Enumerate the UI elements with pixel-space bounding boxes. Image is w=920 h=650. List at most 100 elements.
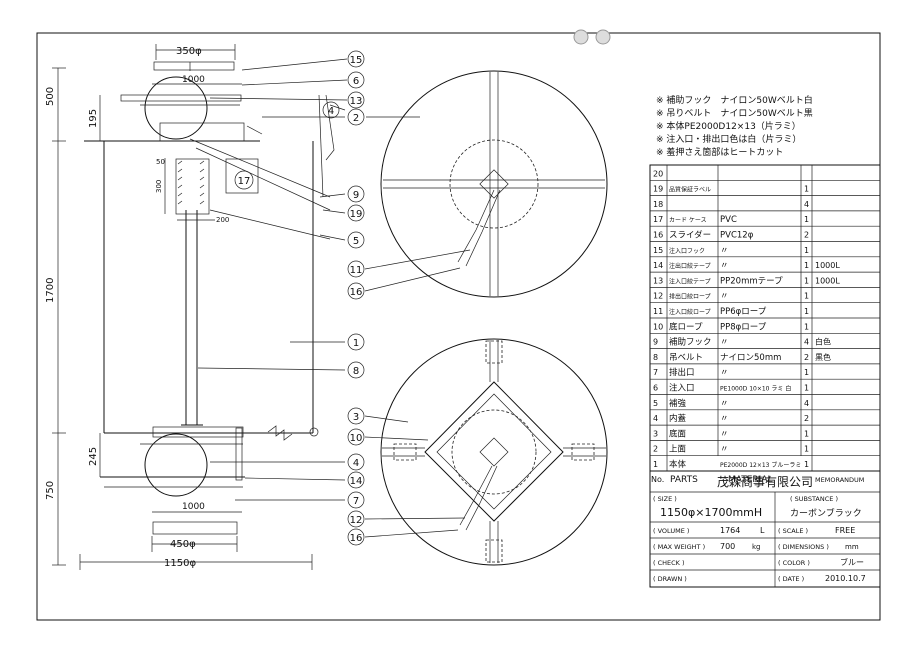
color-label: ( COLOR ) [778, 559, 810, 567]
balloon-15: 15 [350, 55, 363, 66]
date-label: ( DATE ) [778, 575, 804, 583]
parts-row-part: 排出口 [669, 367, 695, 378]
drawn-label: ( DRAWN ) [653, 575, 687, 583]
dim-1000-top: 1000 [182, 75, 205, 85]
maxweight-unit: kg [752, 543, 761, 551]
dimensions-unit: mm [845, 543, 859, 551]
balloon-5: 5 [353, 236, 359, 247]
bottom-plan-view [364, 338, 608, 566]
balloon-4-bottom: 4 [353, 458, 359, 469]
parts-row-part: 上面 [669, 445, 687, 455]
parts-row-qty: 1 [804, 429, 809, 438]
dim-245: 245 [88, 447, 99, 466]
parts-header-parts: PARTS [670, 475, 698, 485]
parts-row-no: 5 [653, 399, 658, 408]
balloon-12: 12 [350, 515, 363, 526]
parts-row-no: 18 [653, 200, 663, 209]
parts-row-qty: 1 [804, 445, 809, 454]
parts-row-qty: 4 [804, 200, 809, 209]
balloon-11: 11 [350, 265, 363, 276]
parts-row-qty: 1 [804, 460, 809, 469]
parts-row-qty: 1 [804, 261, 809, 270]
note-2: ※ 吊りベルト ナイロン50Wベルト黒 [656, 108, 813, 119]
parts-header-no: No. [651, 475, 664, 484]
punch-hole [573, 29, 589, 45]
maxweight-label: ( MAX WEIGHT ) [653, 543, 705, 551]
volume-unit: L [760, 526, 765, 535]
parts-row-part: カード ケース [669, 217, 707, 224]
parts-row-qty: 2 [804, 231, 809, 240]
parts-row-no: 1 [653, 460, 658, 469]
note-1: ※ 補助フック ナイロン50Wベルト白 [656, 94, 813, 106]
notes: ※ 補助フック ナイロン50Wベルト白 ※ 吊りベルト ナイロン50Wベルト黒 … [656, 94, 813, 158]
parts-row-material: PP8φロープ [720, 322, 767, 332]
note-4: ※ 注入口・排出口色は白（片ラミ） [656, 133, 801, 145]
dim-195: 195 [88, 109, 99, 128]
dim-300: 300 [155, 180, 163, 193]
balloon-17: 17 [238, 176, 251, 187]
parts-row-part: 排出口絞ロープ [669, 293, 711, 301]
dim-bottom-width: 450φ [170, 539, 196, 550]
substance-label: ( SUBSTANCE ) [790, 495, 838, 503]
outlet-spout-bottom [152, 521, 238, 535]
parts-row-material: 〃 [720, 292, 729, 302]
parts-row-material: PE2000D 12×13 ブルーラミ [720, 461, 801, 469]
balloon-19: 19 [350, 209, 363, 220]
date-value: 2010.10.7 [825, 574, 866, 583]
balloon-10: 10 [350, 433, 363, 444]
parts-row-no: 4 [653, 414, 658, 423]
dim-overall-width: 1150φ [164, 558, 196, 569]
parts-row-material: 〃 [720, 261, 729, 271]
parts-row-part: 注入口 [669, 383, 695, 394]
parts-row-part: 品質保証ラベル [669, 186, 711, 194]
parts-row-part: 吊ベルト [669, 353, 703, 363]
parts-row-material: 〃 [720, 429, 729, 439]
dim-200: 200 [216, 216, 229, 224]
parts-row-memo: 白色 [815, 337, 831, 347]
scale-label: ( SCALE ) [778, 527, 808, 535]
parts-row-no: 3 [653, 429, 658, 438]
parts-row-part: 内蓋 [669, 413, 687, 424]
color-value: ブルー [840, 557, 864, 567]
parts-row-qty: 1 [804, 307, 809, 316]
parts-row-no: 19 [653, 185, 663, 194]
parts-row-no: 9 [653, 338, 658, 347]
parts-row-material: 〃 [720, 445, 729, 455]
parts-row-no: 11 [653, 307, 663, 316]
parts-row-qty: 1 [804, 276, 809, 285]
size-value: 1150φ×1700mmH [660, 506, 762, 519]
parts-row-no: 2 [653, 445, 658, 454]
dim-1000-bottom: 1000 [182, 502, 205, 512]
parts-header-memo: MEMORANDUM [815, 476, 864, 484]
parts-row-qty: 1 [804, 384, 809, 393]
balloon-8: 8 [353, 366, 359, 377]
balloon-6: 6 [353, 76, 359, 87]
parts-row-no: 10 [653, 322, 663, 331]
scale-value: FREE [835, 526, 855, 535]
dim-750: 750 [45, 481, 56, 500]
balloon-3: 3 [353, 412, 359, 423]
balloon-16-bottom: 16 [350, 533, 363, 544]
parts-row-qty: 1 [804, 185, 809, 194]
parts-row-part: 本体 [669, 459, 687, 470]
parts-row-material: 〃 [720, 246, 729, 256]
parts-row-part: 補強 [669, 398, 687, 409]
parts-row-no: 7 [653, 368, 658, 377]
balloon-7: 7 [353, 496, 359, 507]
parts-row-qty: 1 [804, 246, 809, 255]
parts-row-material: 〃 [720, 414, 729, 424]
balloon-9: 9 [353, 190, 359, 201]
balloon-2: 2 [353, 113, 359, 124]
maxweight-value: 700 [720, 542, 735, 551]
dim-500: 500 [45, 87, 56, 106]
parts-row-memo: 1000L [815, 276, 840, 285]
punch-hole [595, 29, 611, 45]
parts-row-material: 〃 [720, 338, 729, 348]
parts-row-memo: 1000L [815, 261, 840, 270]
parts-row-no: 12 [653, 292, 663, 301]
parts-row-material: PE1000D 10×10 ラミ 白 [720, 385, 791, 393]
balloon-16-top: 16 [350, 287, 363, 298]
size-label: ( SIZE ) [653, 495, 677, 503]
